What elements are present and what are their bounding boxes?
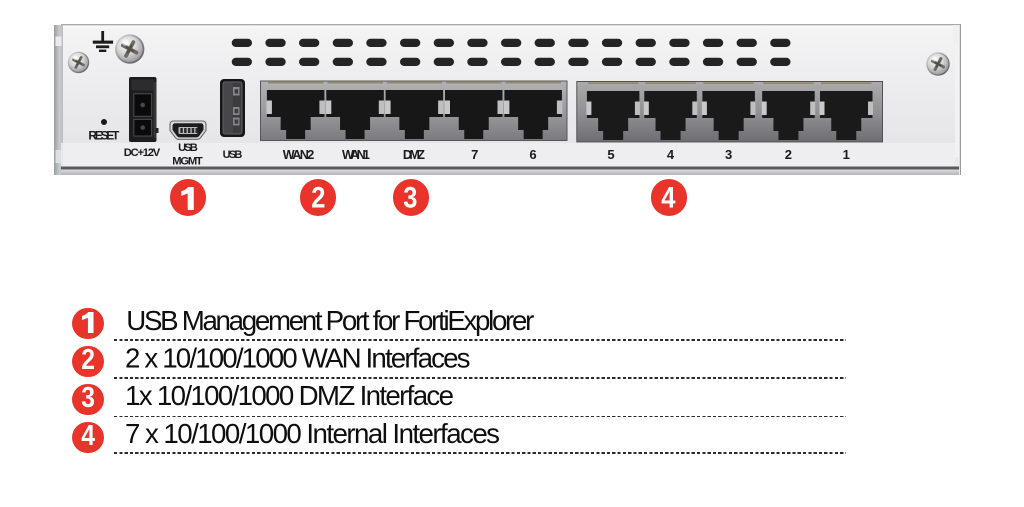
svg-text:DMZ: DMZ	[403, 148, 425, 162]
svg-text:2: 2	[785, 147, 792, 162]
svg-text:MGMT: MGMT	[172, 156, 203, 168]
svg-text:1: 1	[843, 147, 850, 162]
svg-text:WAN1: WAN1	[342, 148, 370, 162]
svg-text:DC+12V: DC+12V	[124, 147, 161, 159]
svg-text:USB: USB	[223, 149, 243, 161]
svg-text:2 x 10/100/1000 WAN Interfaces: 2 x 10/100/1000 WAN Interfaces	[125, 343, 471, 374]
svg-text:1x 10/100/1000 DMZ Interface: 1x 10/100/1000 DMZ Interface	[125, 380, 454, 411]
svg-text:USB Management Port for FortiE: USB Management Port for FortiExplorer	[126, 305, 534, 336]
svg-text:7: 7	[471, 147, 478, 162]
svg-text:USB: USB	[178, 142, 198, 154]
svg-text:5: 5	[607, 147, 614, 162]
svg-text:7 x 10/100/1000 Internal Inter: 7 x 10/100/1000 Internal Interfaces	[125, 418, 500, 449]
svg-text:WAN2: WAN2	[283, 148, 315, 162]
svg-text:4: 4	[667, 147, 675, 162]
svg-text:RESET: RESET	[88, 128, 120, 142]
svg-text:3: 3	[725, 147, 732, 162]
svg-text:6: 6	[529, 147, 536, 162]
